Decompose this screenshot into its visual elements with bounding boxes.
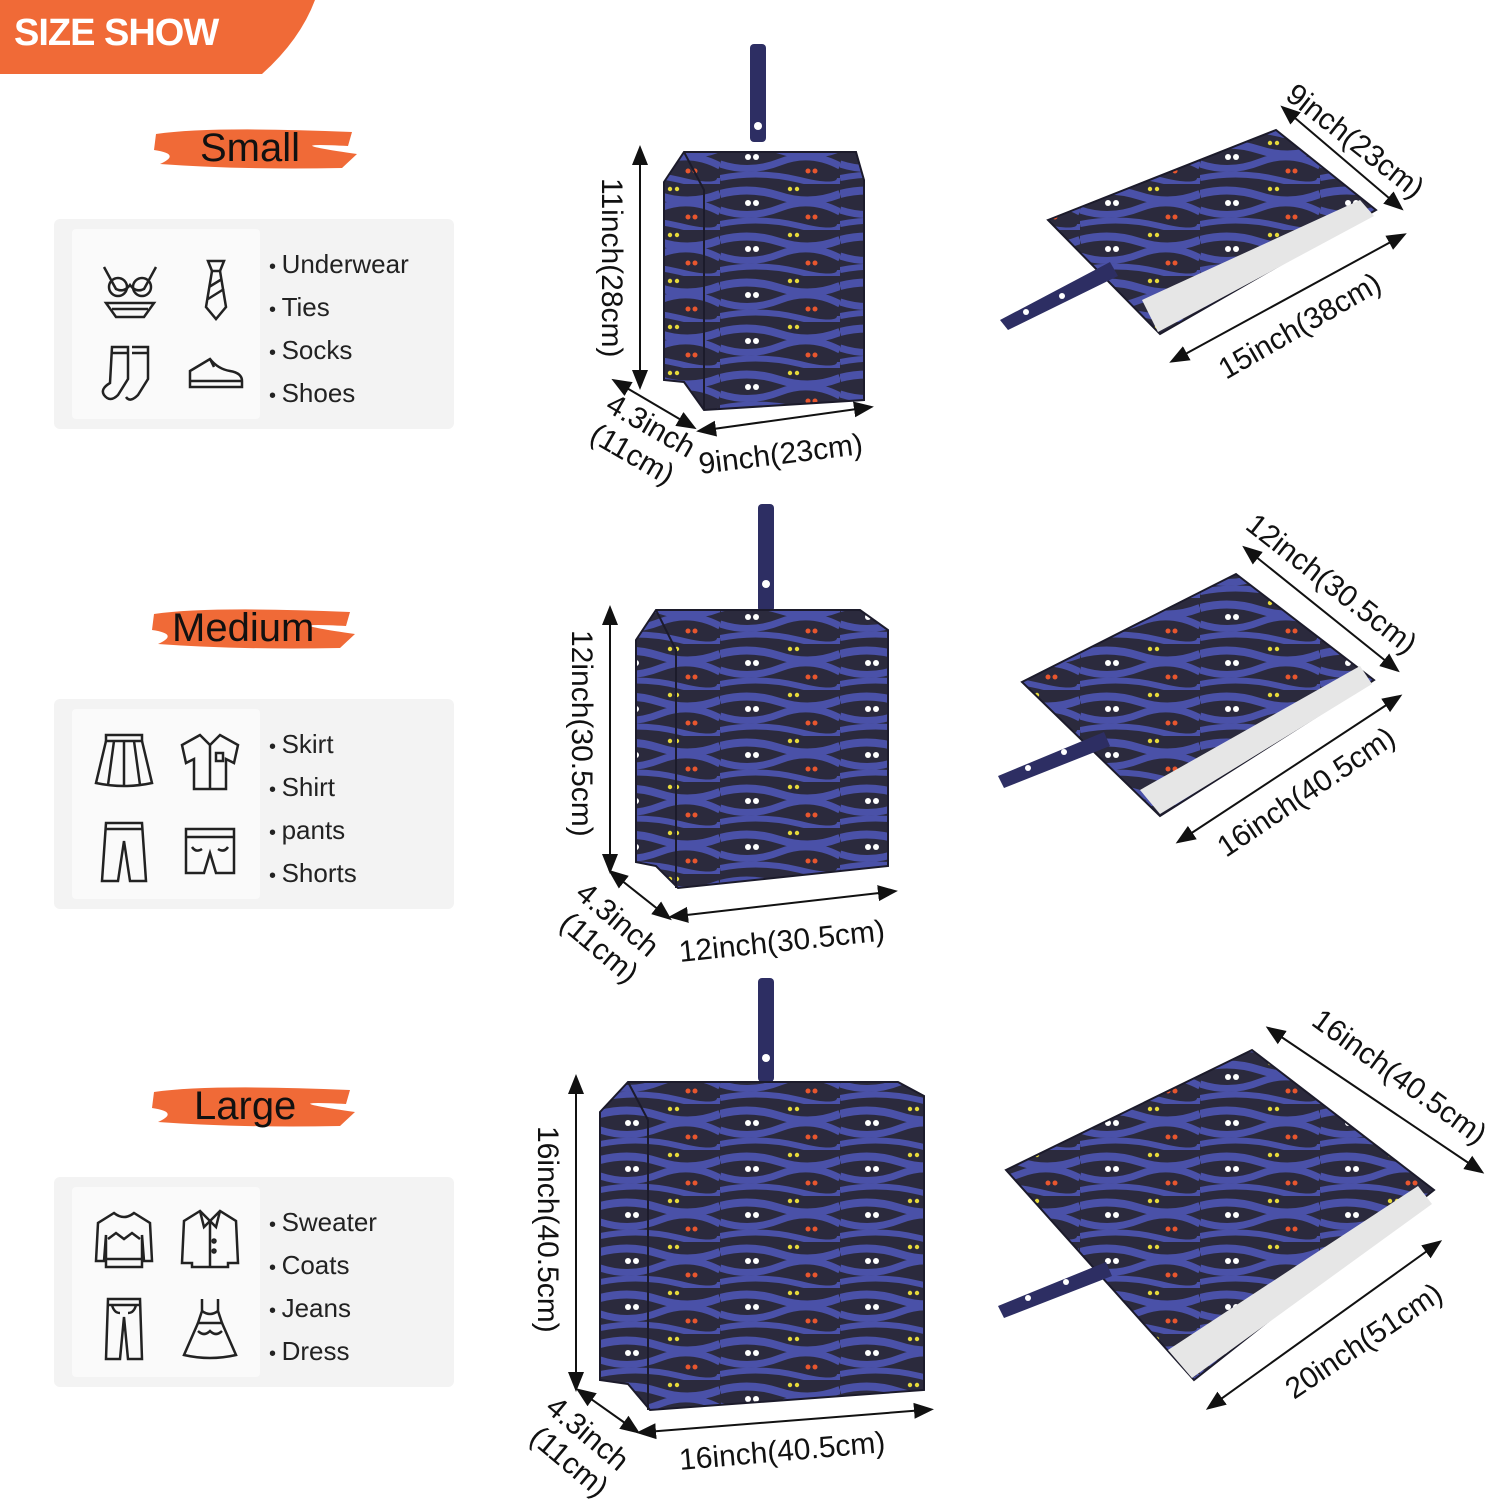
brush-stroke-medium	[152, 609, 355, 649]
coat-icon	[180, 1209, 240, 1269]
brush-stroke-large	[152, 1087, 355, 1127]
item-list: Skirt Shirt pants Shorts	[269, 723, 357, 895]
tie-icon	[204, 259, 228, 321]
large-height-label: 16inch(40.5cm)	[531, 1126, 564, 1333]
item-list: Underwear Ties Socks Shoes	[269, 243, 409, 415]
jeans-icon	[104, 1297, 144, 1361]
small-standing-bag	[663, 44, 865, 412]
size-card-small: Underwear Ties Socks Shoes	[54, 219, 454, 429]
size-card-medium: Skirt Shirt pants Shorts	[54, 699, 454, 909]
brush-stroke-small	[154, 129, 357, 169]
list-item: Ties	[269, 286, 409, 329]
skirt-icon	[94, 733, 154, 788]
sweater-icon	[94, 1211, 154, 1269]
large-standing-bag	[599, 978, 925, 1412]
large-width-label: 16inch(40.5cm)	[678, 1426, 887, 1477]
size-title-large: Large	[194, 1084, 297, 1128]
socks-icon	[101, 345, 150, 401]
icon-grid	[72, 1187, 260, 1377]
size-title-small: Small	[200, 126, 301, 170]
list-item: Skirt	[269, 723, 357, 766]
list-item: Jeans	[269, 1287, 377, 1330]
list-item: Shirt	[269, 766, 357, 809]
size-title-medium: Medium	[172, 606, 315, 650]
size-card-large: Sweater Coats Jeans Dress	[54, 1177, 454, 1387]
list-item: Sweater	[269, 1201, 377, 1244]
underwear-icon	[102, 266, 158, 319]
list-item: pants	[269, 809, 357, 852]
list-item: Shoes	[269, 372, 409, 415]
medium-standing-bag	[635, 504, 889, 890]
medium-width-label: 12inch(30.5cm)	[677, 915, 886, 969]
shorts-icon	[184, 827, 236, 875]
icon-grid	[72, 709, 260, 899]
dress-icon	[182, 1299, 238, 1360]
list-item: Shorts	[269, 852, 357, 895]
medium-height-label: 12inch(30.5cm)	[565, 630, 598, 837]
item-list: Sweater Coats Jeans Dress	[269, 1201, 377, 1373]
small-width-label: 9inch(23cm)	[697, 428, 865, 481]
list-item: Underwear	[269, 243, 409, 286]
small-height-label: 11inch(28cm)	[595, 178, 628, 358]
pants-icon	[100, 821, 148, 883]
list-item: Dress	[269, 1330, 377, 1373]
shirt-icon	[180, 733, 240, 791]
page-title: SIZE SHOW	[14, 12, 219, 54]
icon-grid	[72, 229, 260, 419]
list-item: Socks	[269, 329, 409, 372]
shoes-icon	[188, 357, 244, 389]
list-item: Coats	[269, 1244, 377, 1287]
size-show-banner	[0, 0, 315, 74]
